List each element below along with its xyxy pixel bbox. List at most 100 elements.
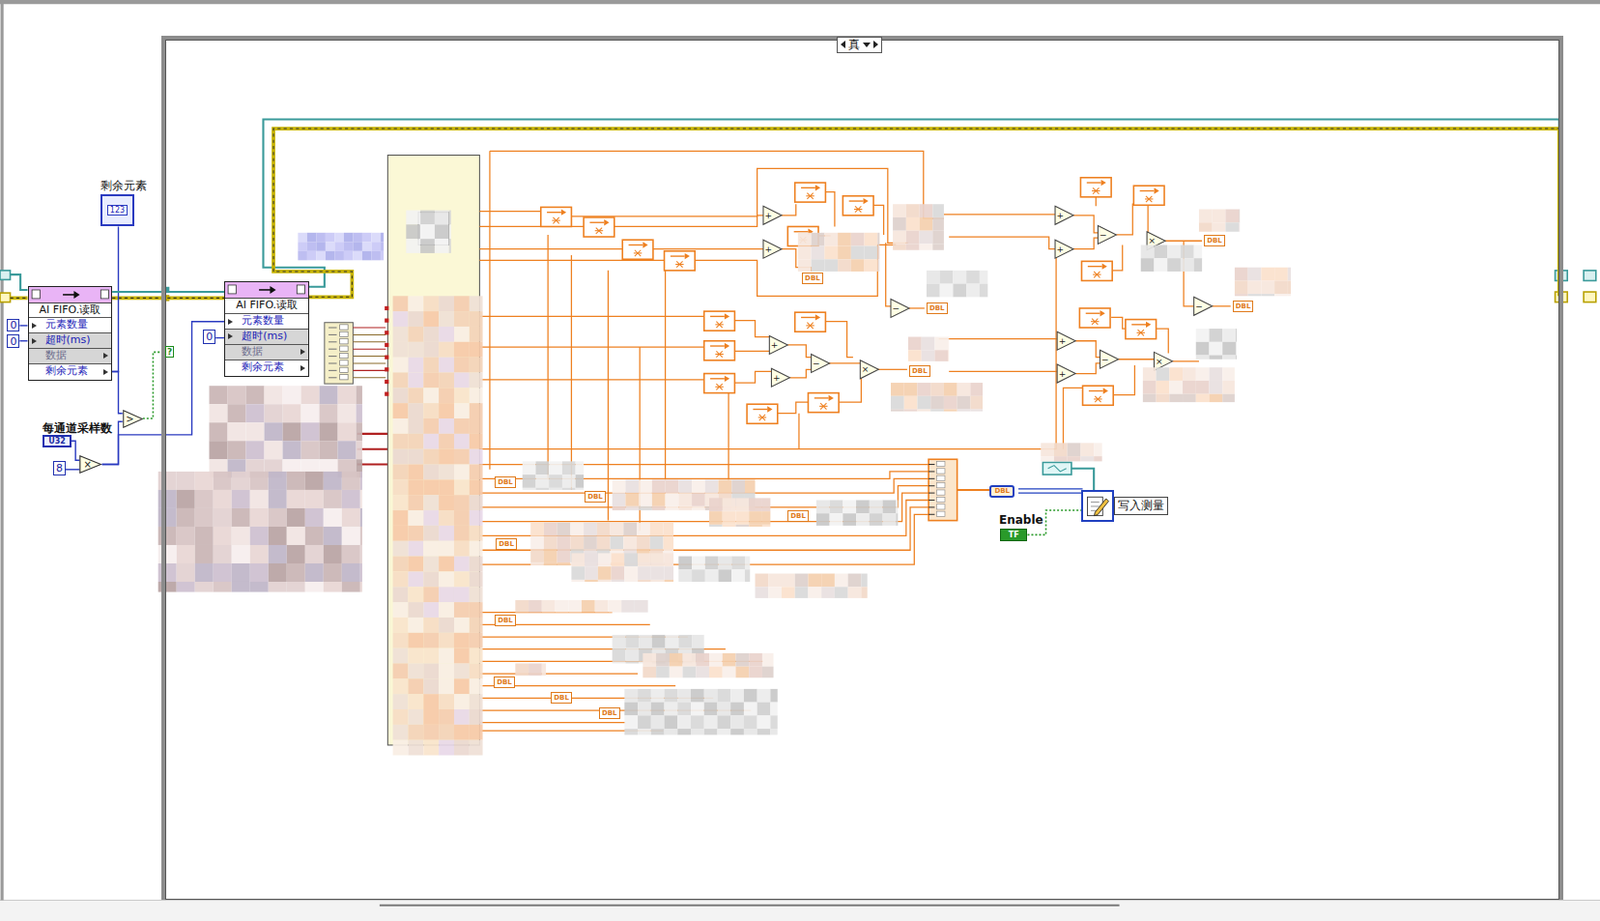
build-array-row <box>928 470 935 472</box>
label-text: DBL <box>1235 302 1252 311</box>
obscured-tile <box>407 295 424 312</box>
operator-symbol: × <box>858 360 872 379</box>
obscured-tile <box>297 251 308 261</box>
element-arrow <box>546 211 562 213</box>
element-arrowhead <box>724 313 730 319</box>
obscured-tile <box>305 563 324 582</box>
refnum-constant <box>1042 461 1072 475</box>
data-wire <box>825 192 835 228</box>
obscured-tile <box>612 660 627 663</box>
data-wire <box>957 488 991 491</box>
obscured-tile <box>530 535 544 549</box>
obscured-tile <box>744 556 750 571</box>
obscured-tile <box>393 693 409 710</box>
obscured-tile <box>393 740 409 756</box>
data-wire <box>607 270 609 521</box>
obscured-tile <box>360 544 363 564</box>
obscured-tile <box>695 666 710 679</box>
obscured-tile <box>393 311 409 327</box>
obscured-tile <box>454 632 470 649</box>
data-wire <box>1073 215 1098 233</box>
label-text: + <box>764 244 772 255</box>
cluster-row <box>328 362 337 364</box>
obscured-tile <box>268 563 287 582</box>
operator-symbol: + <box>1056 331 1069 350</box>
array-element-node <box>795 312 827 332</box>
data-wire <box>479 672 638 674</box>
obscured-tile <box>848 573 862 588</box>
obscured-tile <box>656 666 670 679</box>
obscured-tile <box>334 241 344 252</box>
write-measurement-node: 写入测量 <box>1081 489 1169 522</box>
obscured-tile <box>652 492 666 507</box>
obscured-tile <box>612 634 627 649</box>
cluster-cell <box>340 339 348 344</box>
obscured-tile <box>423 709 439 725</box>
constant-value: 0 <box>9 335 17 348</box>
obscured-tile <box>305 471 324 490</box>
obscured-tile <box>438 418 455 434</box>
obscured-tile <box>454 371 470 388</box>
obscured-tile <box>423 494 439 511</box>
obscured-tile <box>735 653 749 667</box>
obscured-tile <box>748 666 763 679</box>
obscured-tile <box>557 562 572 566</box>
element-arrow <box>628 244 644 246</box>
obscured-tile <box>250 526 269 545</box>
obscured-tile <box>864 258 879 272</box>
obscured-tile <box>921 349 936 362</box>
terminal-type: TF <box>1008 530 1020 540</box>
label-text: + <box>1057 244 1065 255</box>
obscured-tile <box>231 489 251 509</box>
obscured-tile <box>423 541 439 557</box>
obscured-tile <box>360 581 363 593</box>
element-arrow <box>800 316 816 318</box>
obscured-tile <box>393 586 409 602</box>
element-star <box>759 414 766 421</box>
obscured-tile <box>651 728 665 735</box>
element-arrowhead <box>1100 310 1106 316</box>
obscured-tile <box>704 688 718 703</box>
obscured-tile <box>522 487 537 490</box>
express-vi-icon <box>1081 489 1115 522</box>
label-text: − <box>892 303 901 314</box>
obscured-tile <box>597 535 611 549</box>
obscured-tile <box>423 311 439 327</box>
element-arrowhead <box>1101 179 1107 186</box>
obscured-tile <box>449 238 452 254</box>
obscured-tile <box>762 497 771 512</box>
element-arrow <box>710 344 725 346</box>
obscured-tile <box>624 714 638 729</box>
element-star <box>715 350 722 357</box>
data-wire <box>885 242 892 306</box>
terminal-type: U32 <box>48 436 66 446</box>
obscured-tile <box>319 440 339 459</box>
obscured-tile <box>454 678 470 694</box>
obscured-tile <box>677 688 691 703</box>
label-text: − <box>1101 354 1110 365</box>
obscured-tile <box>319 422 339 441</box>
obscured-tile <box>665 506 680 511</box>
obscured-tile <box>543 535 558 549</box>
obscured-tile <box>307 241 317 252</box>
element-star <box>676 260 683 267</box>
element-arrowhead <box>862 198 868 204</box>
obscured-tile <box>543 548 558 563</box>
obscured-tile <box>1156 394 1171 402</box>
element-star <box>759 414 766 421</box>
obscured-tile <box>637 579 652 582</box>
obscured-tile <box>1142 380 1157 395</box>
obscured-tile <box>744 479 756 493</box>
obscured-tile <box>407 678 424 694</box>
obscured-tile <box>704 728 718 735</box>
build-array-cell <box>937 496 945 502</box>
obscured-tile <box>652 479 666 493</box>
obscured-tile <box>722 653 737 667</box>
obscured-tile <box>231 581 251 593</box>
obscured-tile <box>393 295 409 312</box>
obscured-tile <box>816 513 830 526</box>
wire <box>352 348 386 350</box>
obscured-tile <box>195 526 214 545</box>
obscured-tile <box>678 569 692 582</box>
